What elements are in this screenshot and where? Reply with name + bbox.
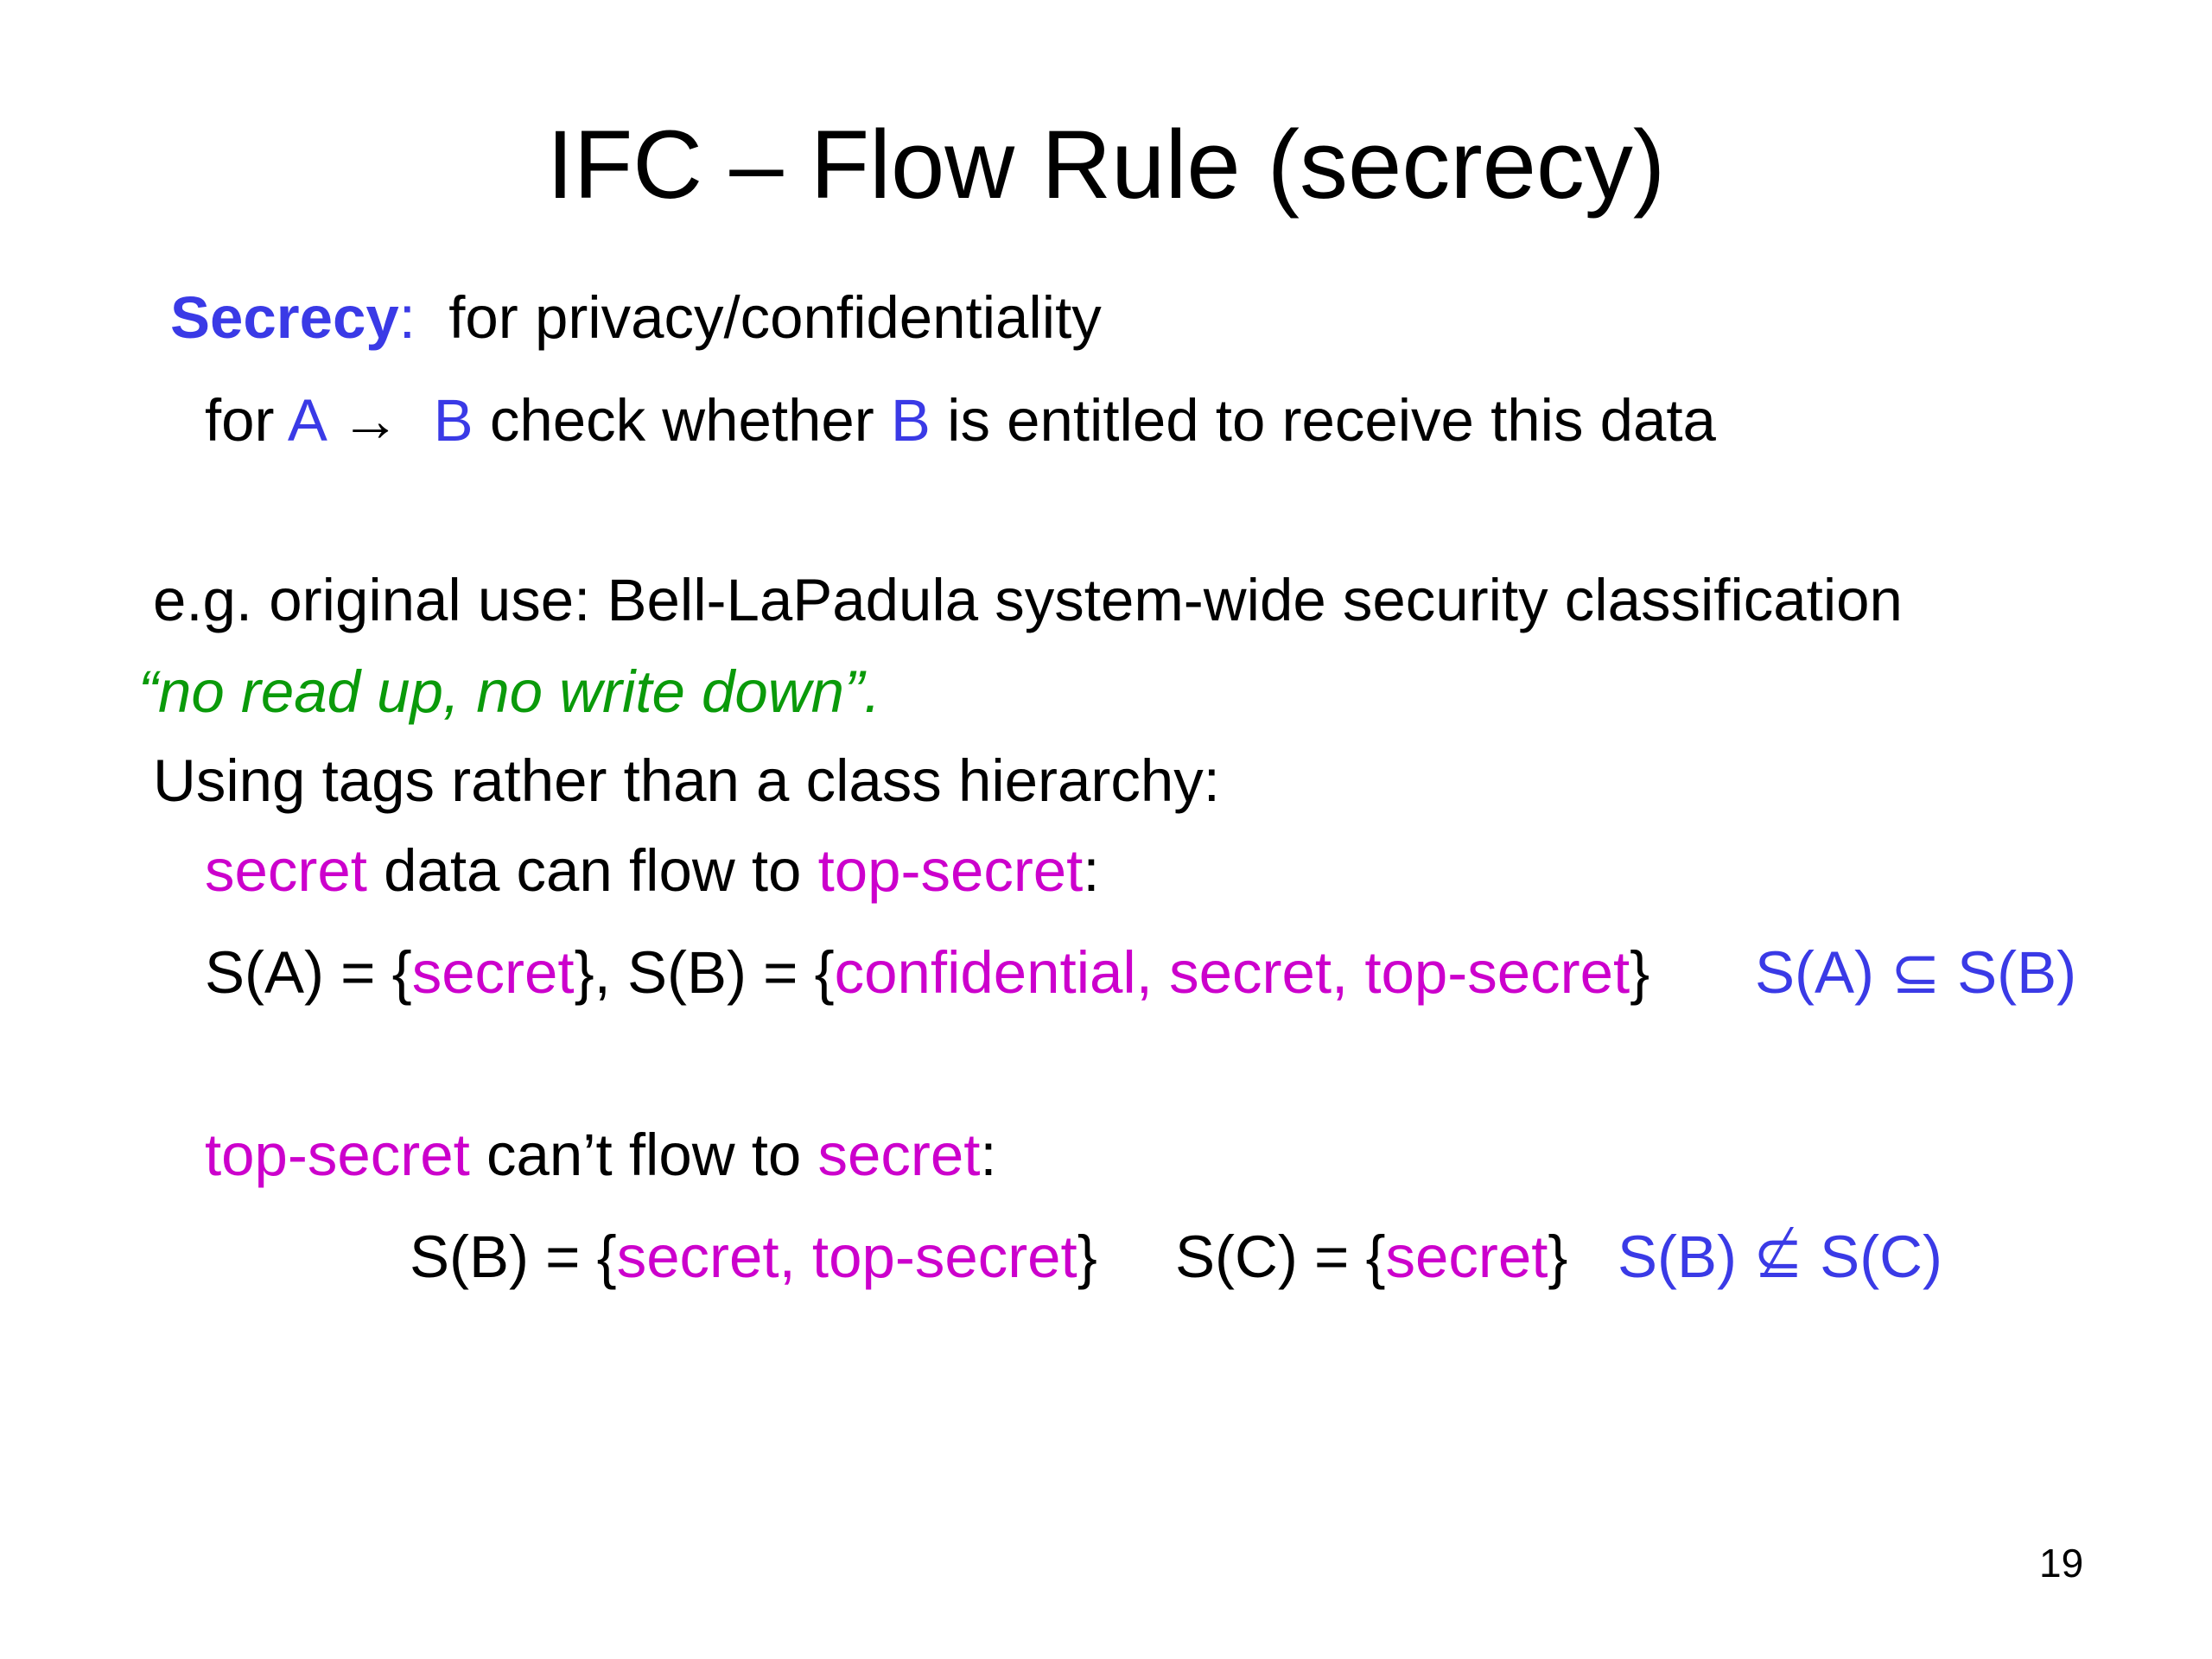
check-suffix: is entitled to receive this data [930, 387, 1716, 454]
sa-tag: secret [411, 939, 575, 1006]
flow2-suffix: : [980, 1122, 997, 1188]
sc-tag: secret [1385, 1224, 1548, 1290]
secrecy-definition: Secrecy: for privacy/confidentiality [170, 288, 1102, 347]
flow1-middle: data can flow to [366, 837, 818, 904]
check-b: B [433, 387, 474, 454]
flow1-tag-top-secret: top-secret [817, 837, 1084, 904]
secrecy-colon: : [398, 284, 416, 351]
secrecy-term: Secrecy [170, 284, 399, 351]
sb-tags: confidential, secret, top-secret [834, 939, 1630, 1006]
flow2-middle: can’t flow to [469, 1122, 818, 1188]
sets-denied-line: S(B) = {secret, top-secret} [410, 1227, 1097, 1287]
not-subset-relation: S(B) ⊆ S(C) [1618, 1227, 1942, 1287]
flow-denied-line: top-secret can’t flow to secret: [205, 1125, 997, 1185]
arrow-icon: → [324, 387, 434, 454]
sb-open: }, S(B) = { [574, 939, 835, 1006]
sb-close: } [1630, 939, 1650, 1006]
subset-icon: ⊆ [1753, 1224, 1803, 1290]
not-subset-symbol: ⊆ [1753, 1227, 1803, 1287]
check-rule: for A → B check whether B is entitled to… [205, 391, 1716, 450]
sb2-open: S(B) = { [410, 1224, 617, 1290]
flow1-tag-secret: secret [205, 837, 367, 904]
sc-open: S(C) = { [1175, 1224, 1386, 1290]
sc-close: } [1548, 1224, 1568, 1290]
quote-line: “no read up, no write down”. [138, 658, 881, 725]
check-a: A [287, 387, 325, 454]
sets-allowed-line: S(A) = {secret}, S(B) = {confidential, s… [205, 943, 1649, 1002]
flow1-suffix: : [1083, 837, 1100, 904]
sb2-tags: secret, top-secret [616, 1224, 1077, 1290]
check-prefix: for [205, 387, 288, 454]
subset-relation: S(A) ⊆ S(B) [1755, 939, 2077, 1006]
check-middle: check whether [473, 387, 891, 454]
tags-line: Using tags rather than a class hierarchy… [153, 747, 1220, 814]
example-line: e.g. original use: Bell-LaPadula system-… [153, 567, 1903, 633]
flow-allowed-line: secret data can flow to top-secret: [205, 841, 1100, 900]
sb2-close: } [1077, 1224, 1097, 1290]
flow2-tag-top-secret: top-secret [205, 1122, 470, 1188]
sc-set: S(C) = {secret} [1175, 1227, 1567, 1287]
page-number: 19 [2039, 1541, 2084, 1586]
rel-left: S(B) [1618, 1224, 1754, 1290]
flow2-tag-secret: secret [817, 1122, 981, 1188]
secrecy-description: for privacy/confidentiality [415, 284, 1102, 351]
sa-open: S(A) = { [205, 939, 412, 1006]
rel-right: S(C) [1803, 1224, 1942, 1290]
slide-title: IFC – Flow Rule (secrecy) [546, 111, 1666, 219]
check-b2: B [890, 387, 931, 454]
